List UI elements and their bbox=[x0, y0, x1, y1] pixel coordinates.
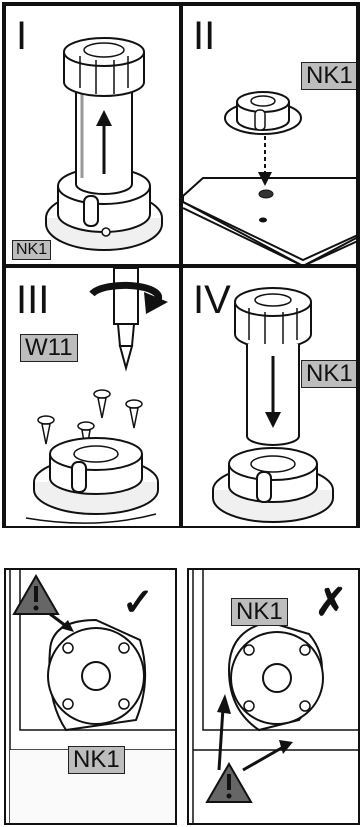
foot-insertion-illustration bbox=[183, 268, 358, 528]
leveling-foot-assembly-illustration bbox=[6, 6, 181, 266]
mounting-base-placement-illustration bbox=[183, 6, 358, 266]
step-3-panel: III W11 bbox=[4, 266, 181, 528]
step-2-panel: II NK1 bbox=[181, 4, 358, 266]
wrong-part-label: NK1 bbox=[231, 598, 288, 626]
step-1-part-label: NK1 bbox=[12, 240, 51, 260]
wrong-cross-icon: ✗ bbox=[315, 584, 347, 622]
correct-check-icon: ✓ bbox=[122, 584, 154, 622]
step-4-panel: IV NK1 bbox=[181, 266, 358, 528]
wrong-orientation-panel: ✗ NK1 bbox=[187, 568, 360, 825]
correct-orientation-panel: ✓ NK1 bbox=[4, 568, 177, 825]
correct-part-label: NK1 bbox=[68, 746, 125, 774]
screw-fastening-illustration bbox=[6, 268, 181, 528]
step-1-panel: I NK1 bbox=[4, 4, 181, 266]
